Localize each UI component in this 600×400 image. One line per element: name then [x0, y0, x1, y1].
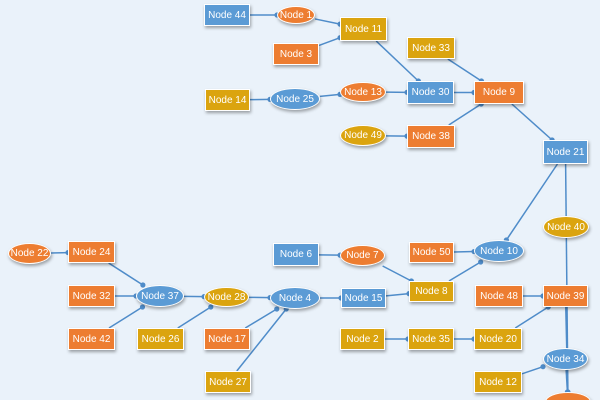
- node-node-9[interactable]: Node 9: [474, 81, 524, 104]
- node-node-6[interactable]: Node 6: [273, 243, 319, 266]
- edge-n20-n39: [514, 306, 549, 329]
- node-node-27[interactable]: Node 27: [205, 371, 251, 393]
- node-node-25[interactable]: Node 25: [270, 88, 320, 110]
- node-node-7[interactable]: Node 7: [340, 245, 385, 266]
- edge-endpoint-dot: [208, 304, 214, 310]
- node-node-4[interactable]: Node 4: [270, 287, 320, 309]
- edge-endpoint-dot: [139, 304, 146, 310]
- edge-endpoint-dot: [540, 364, 546, 370]
- edge-n24-n37: [108, 262, 144, 286]
- node-node-48[interactable]: Node 48: [475, 285, 523, 307]
- edge-endpoint-dot: [478, 259, 484, 265]
- node-node-8[interactable]: Node 8: [409, 281, 454, 302]
- node-node-26[interactable]: Node 26: [137, 328, 184, 350]
- node-node-17[interactable]: Node 17: [204, 328, 250, 350]
- edge-n42-n37: [108, 306, 143, 329]
- node-node-50[interactable]: Node 50: [409, 242, 454, 263]
- node-node-12[interactable]: Node 12: [474, 371, 522, 393]
- node-node-35[interactable]: Node 35: [408, 328, 454, 350]
- edge-n9-n21: [511, 103, 553, 141]
- edge-n26-n28: [177, 306, 212, 329]
- node-node-39[interactable]: Node 39: [543, 285, 588, 307]
- node-node-22[interactable]: Node 22: [8, 243, 51, 264]
- node-node-40[interactable]: Node 40: [543, 216, 589, 238]
- node-node-15[interactable]: Node 15: [341, 288, 386, 308]
- node-node-20[interactable]: Node 20: [474, 328, 522, 350]
- edge-endpoint-dot: [140, 282, 146, 288]
- node-node-24[interactable]: Node 24: [68, 241, 115, 263]
- node-node-34[interactable]: Node 34: [543, 348, 588, 370]
- node-node-11[interactable]: Node 11: [340, 17, 387, 41]
- edge-n17-n4: [244, 308, 278, 329]
- edge-n15-n8: [385, 292, 410, 297]
- node-node-33[interactable]: Node 33: [407, 37, 455, 59]
- edge-endpoint-dot: [274, 306, 280, 312]
- node-node-32[interactable]: Node 32: [68, 285, 115, 307]
- node-node-30[interactable]: Node 30: [407, 81, 454, 104]
- edge-n11-n30: [375, 40, 419, 82]
- node-node-28[interactable]: Node 28: [204, 287, 249, 307]
- edge-n8-n10: [448, 261, 482, 282]
- edge-n27-n4: [236, 308, 287, 372]
- node-node-13[interactable]: Node 13: [340, 82, 386, 102]
- node-node-38[interactable]: Node 38: [407, 125, 455, 148]
- node-node-49[interactable]: Node 49: [340, 125, 386, 146]
- edge-n21-n10: [505, 163, 559, 241]
- node-node-3[interactable]: Node 3: [273, 43, 319, 65]
- node-node-37[interactable]: Node 37: [136, 285, 184, 307]
- node-node-1[interactable]: Node 1: [277, 6, 315, 24]
- node-node-42[interactable]: Node 42: [68, 328, 115, 350]
- edge-n33-n9: [447, 58, 482, 82]
- node-node-21[interactable]: Node 21: [543, 140, 588, 164]
- edge-n7-n8: [382, 265, 412, 282]
- node-node-2[interactable]: Node 2: [340, 328, 385, 350]
- edge-n3-n11: [318, 37, 341, 47]
- edge-n12-n34: [521, 365, 544, 375]
- edge-n34-n_partial: [565, 369, 569, 393]
- node-node-14[interactable]: Node 14: [205, 89, 250, 111]
- edge-n25-n13: [319, 93, 341, 98]
- node-node-44[interactable]: Node 44: [204, 4, 250, 26]
- edge-n1-n11: [314, 18, 341, 25]
- node-node-10[interactable]: Node 10: [474, 240, 524, 262]
- edge-n38-n9: [448, 103, 482, 126]
